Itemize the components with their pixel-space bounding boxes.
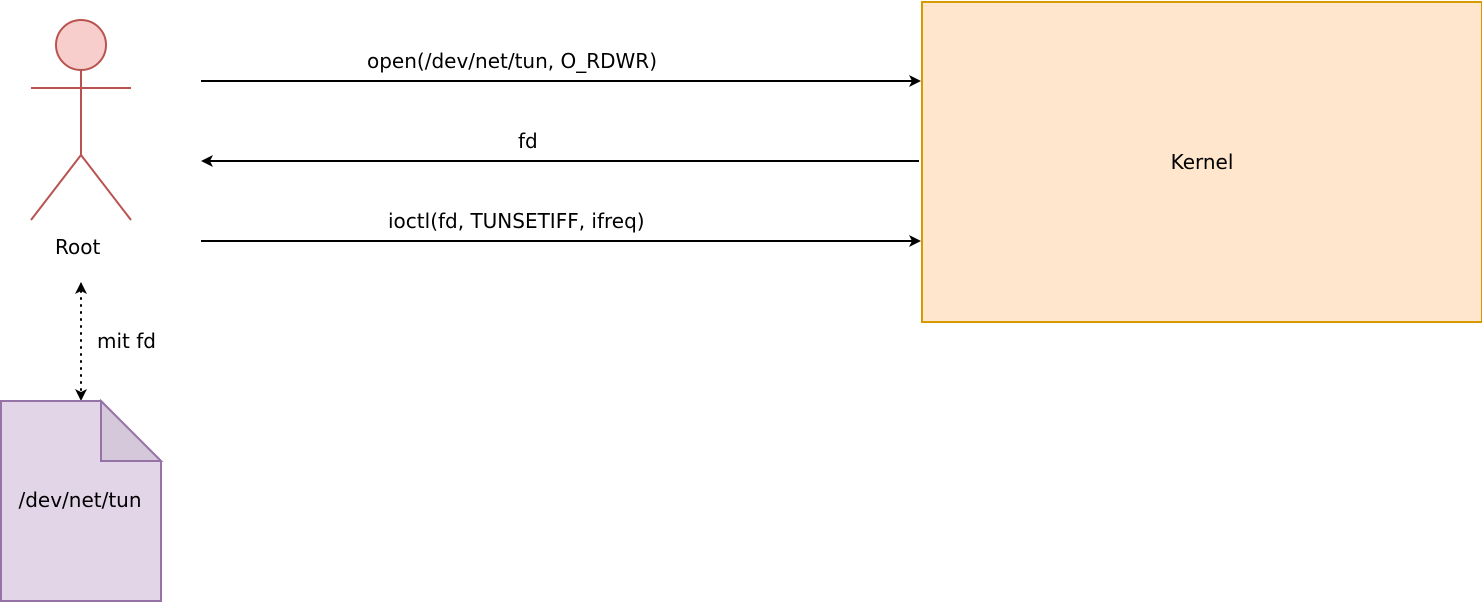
ioctl-message-label: ioctl(fd, TUNSETIFF, ifreq) xyxy=(388,209,645,233)
actor-right-leg xyxy=(80,154,132,221)
actor-left-leg xyxy=(30,154,82,221)
file-link-label: mit fd xyxy=(97,329,156,353)
actor-label: Root xyxy=(55,235,101,259)
open-message-label: open(/dev/net/tun, O_RDWR) xyxy=(367,49,658,73)
file-label: /dev/net/tun xyxy=(18,488,142,512)
file-shape[interactable] xyxy=(0,398,164,602)
kernel-box[interactable]: Kernel xyxy=(921,1,1482,323)
fd-message-label: fd xyxy=(518,129,538,153)
actor-head xyxy=(55,19,107,71)
actor-figure[interactable] xyxy=(30,19,132,221)
kernel-label: Kernel xyxy=(1170,150,1234,174)
file-fold-corner xyxy=(100,398,164,462)
